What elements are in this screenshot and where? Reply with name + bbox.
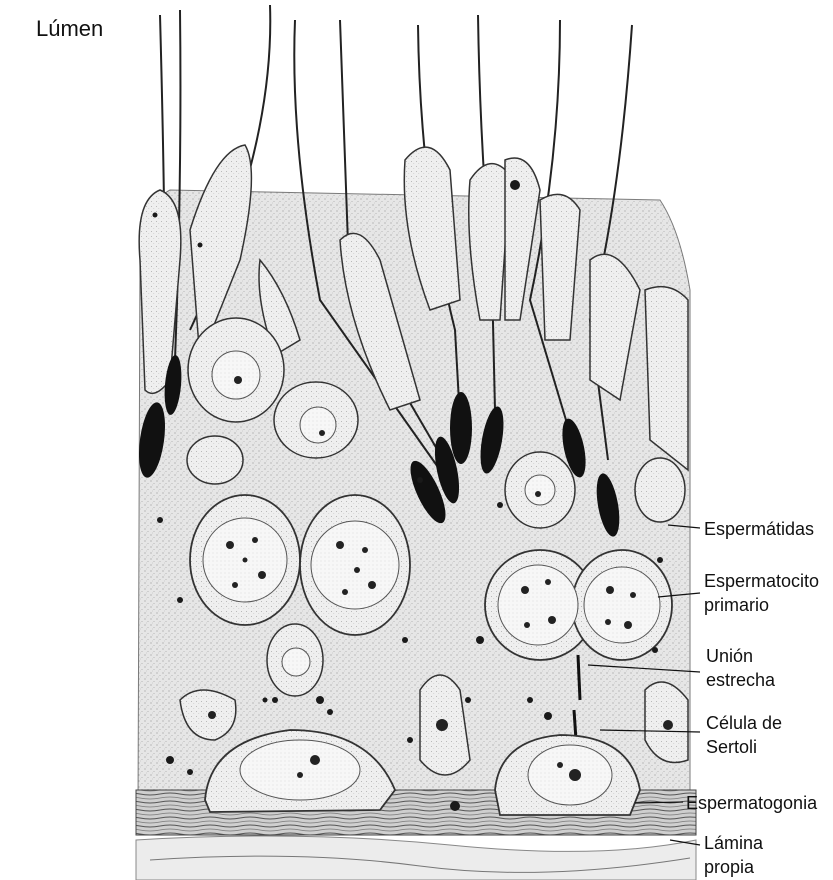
tight-junction-label-line1: Unión: [706, 645, 753, 667]
sertoli-cell-label-line1: Célula de: [706, 712, 782, 734]
lamina-propria-label-line2: propia: [704, 856, 754, 878]
lumen-label: Lúmen: [36, 16, 103, 42]
tight-junction-label-line2: estrecha: [706, 669, 775, 691]
lamina-propria-lower: [136, 836, 696, 880]
lamina-propria-label-line1: Lámina: [704, 832, 763, 854]
primary-spermatocyte-label-line2: primario: [704, 594, 769, 616]
spermatogonium-label: Espermatogonia: [686, 792, 817, 814]
primary-spermatocyte-label-line1: Espermatocito: [704, 570, 819, 592]
sertoli-cell-label-line2: Sertoli: [706, 736, 757, 758]
spermatids-label: Espermátidas: [704, 518, 814, 540]
